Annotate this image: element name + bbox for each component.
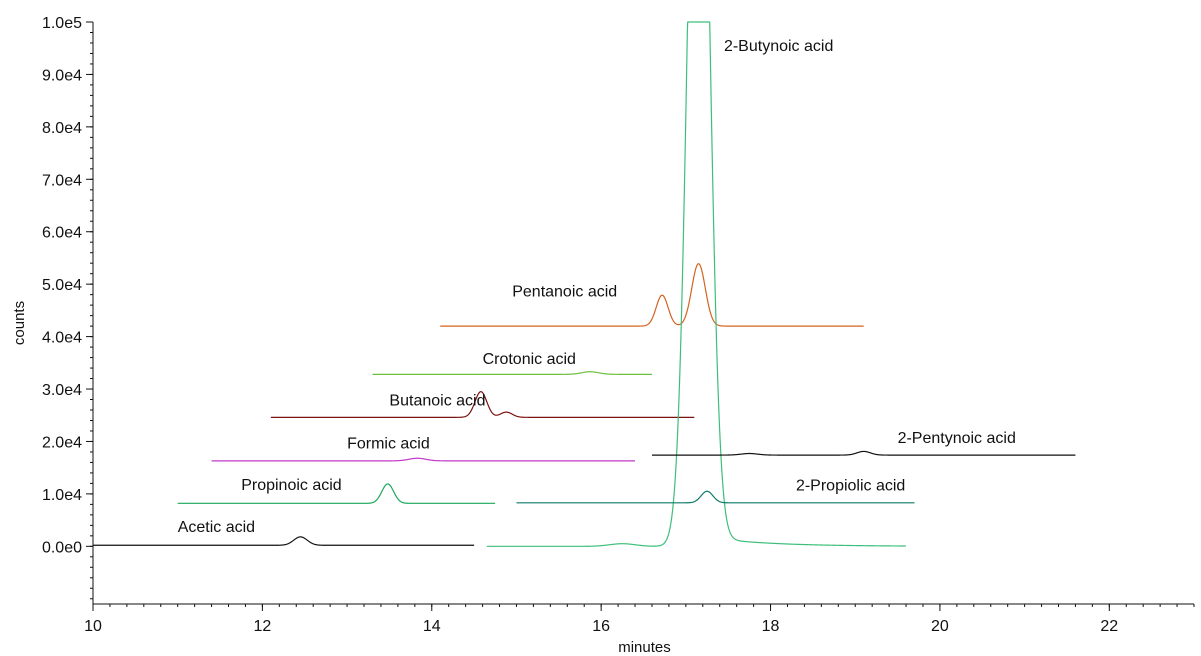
series-label-2-propiolic-acid: 2-Propiolic acid [796, 478, 905, 495]
series-trace-2-propiolic-acid [516, 490, 915, 504]
x-tick-label: 12 [253, 618, 271, 635]
series-label-pentanoic-acid: Pentanoic acid [512, 284, 617, 301]
y-tick-label: 2.0e4 [42, 434, 82, 451]
series-label-2-pentynoic-acid: 2-Pentynoic acid [898, 430, 1016, 447]
x-tick-label: 16 [592, 618, 610, 635]
y-tick-label: 8.0e4 [42, 120, 82, 137]
y-tick-label: 0.0e0 [42, 539, 82, 556]
y-tick-label: 1.0e4 [42, 487, 82, 504]
y-tick-label: 6.0e4 [42, 225, 82, 242]
series-label-propinoic-acid: Propinoic acid [241, 477, 342, 494]
series-label-2-butynoic-acid: 2-Butynoic acid [724, 38, 833, 55]
series-label-layer: Acetic acid Propinoic acid Formic acid Buta… [178, 38, 1016, 536]
x-tick-label: 22 [1100, 618, 1118, 635]
y-tick-label: 1.0e5 [42, 15, 82, 32]
x-ticks: 10 12 14 16 18 20 22 [84, 604, 1118, 635]
series-trace-formic-acid [211, 457, 636, 462]
series-trace-pentanoic-acid [439, 263, 864, 327]
series-label-crotonic-acid: Crotonic acid [483, 351, 576, 368]
x-tick-label: 10 [84, 618, 102, 635]
series-trace-crotonic-acid [372, 371, 653, 375]
y-tick-label: 5.0e4 [42, 277, 82, 294]
series-trace-2-butynoic-acid [486, 21, 907, 547]
y-tick-label: 4.0e4 [42, 330, 82, 347]
y-ticks: 0.0e0 1.0e4 2.0e4 3.0e4 4.0e4 5.0e4 6.0e4 7.0e4… [42, 15, 93, 556]
y-tick-label: 3.0e4 [42, 382, 82, 399]
series-label-acetic-acid: Acetic acid [178, 519, 255, 536]
x-axis-title: minutes [618, 639, 671, 656]
series-trace-2-pentynoic-acid [651, 450, 1076, 456]
series-label-butanoic-acid: Butanoic acid [389, 392, 485, 409]
series-trace-propinoic-acid [177, 483, 496, 504]
series-label-formic-acid: Formic acid [347, 435, 430, 452]
y-tick-label: 7.0e4 [42, 172, 82, 189]
y-axis-title: counts [11, 301, 28, 345]
y-tick-label: 9.0e4 [42, 67, 82, 84]
series-trace-butanoic-acid [270, 391, 695, 418]
x-tick-label: 20 [931, 618, 949, 635]
series-trace-acetic-acid [92, 536, 475, 546]
x-tick-label: 18 [762, 618, 780, 635]
series-layer [92, 21, 1076, 547]
axes: 10 12 14 16 18 20 22 0.0e0 1.0e4 2.0e4 3.0e4 4.0e4… [42, 15, 1195, 635]
x-tick-label: 14 [423, 618, 441, 635]
